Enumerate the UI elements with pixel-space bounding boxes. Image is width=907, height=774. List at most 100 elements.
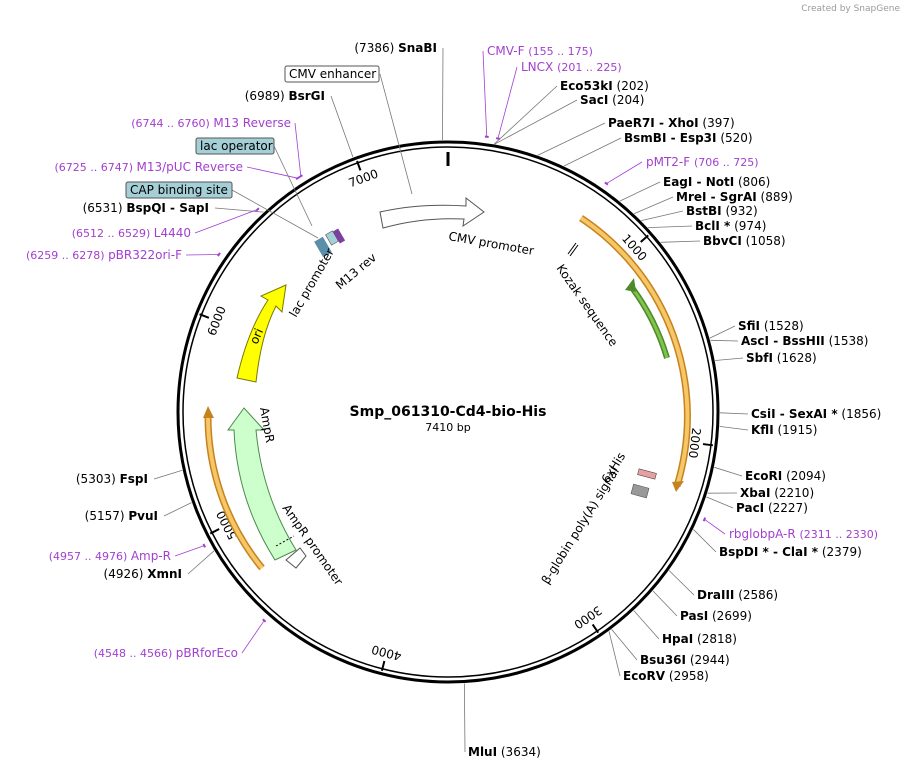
leader-eagi: [619, 181, 661, 202]
plasmid-name: Smp_061310-Cd4-bio-His: [350, 404, 547, 420]
leader-mrei: [634, 196, 674, 215]
primer-mark-l4440: [255, 207, 260, 212]
cap-site-text: CAP binding site: [130, 183, 228, 197]
primer-label-cmvf: CMV-F (155 .. 175): [487, 44, 593, 58]
leader-ecori: [714, 466, 743, 477]
enzyme-label-pasi: PasI (2699): [680, 609, 752, 623]
primer-label-m13puc: (6725 .. 6747) M13/pUC Reverse: [54, 160, 243, 174]
primer-mark-ampr: [202, 543, 207, 548]
primer-mark-pmt2f: [604, 181, 609, 186]
tick-mark-4000: [380, 660, 386, 671]
leader-bsmbi: [563, 137, 622, 167]
cmv-enhancer-text: CMV enhancer: [289, 67, 376, 81]
boxed-leader-2: [231, 189, 319, 239]
tick-mark-6000: [199, 313, 210, 319]
leader-fspi: [153, 469, 183, 480]
leader-saci: [494, 99, 578, 145]
leader-pasi: [652, 590, 678, 617]
tick-mark-5000: [209, 528, 220, 535]
enzyme-label-bsrgi: (6989) BsrGI: [245, 89, 325, 103]
boxed-label-lac-operator: lac operator: [195, 137, 275, 155]
primer-mark-m13puc: [295, 176, 300, 181]
cmv-enhancer-box: [284, 65, 380, 83]
primer-labels: CMV-F (155 .. 175)LNCX (201 .. 225)pMT2-…: [26, 44, 878, 660]
enzyme-label-snabi: (7386) SnaBI: [354, 41, 437, 55]
leader-paer7i: [537, 122, 606, 156]
tick-mark-1000: [640, 234, 649, 243]
enzyme-label-eco53ki: Eco53kI (202): [560, 79, 649, 93]
orf-arc-inner: [579, 216, 690, 487]
leader-snabi: [442, 47, 444, 141]
enzyme-label-bsu36i: Bsu36I (2944): [640, 653, 730, 667]
enzyme-label-bstbi: BstBI (932): [686, 204, 758, 218]
kozak-mark: [567, 242, 577, 255]
leader-bstbi: [641, 210, 684, 221]
enzyme-label-bspqi: (6531) BspQI - SapI: [83, 201, 209, 215]
leader-bcli: [647, 225, 693, 229]
enzyme-label-paci: PacI (2227): [736, 501, 808, 515]
feature-cmv-promoter: CMV promoter: [447, 229, 535, 258]
lac-operator-block: [325, 230, 339, 246]
leader-eco53ki: [494, 85, 558, 145]
leader-paci: [706, 496, 734, 509]
backbone-outer: [176, 140, 720, 684]
enzyme-label-mlui: MluI (3634): [468, 745, 541, 759]
boxed-label-cmv-enhancer: CMV enhancer: [284, 65, 380, 83]
cap-site-box: [125, 181, 233, 199]
leader-sfii: [709, 325, 736, 339]
enzyme-label-csii: CsiI - SexAI * (1856): [751, 407, 881, 421]
leader-kfli: [719, 426, 749, 431]
ampr-divider: [275, 535, 295, 547]
primer-leader-m13rev: [294, 122, 302, 177]
enzyme-label-saci: SacI (204): [580, 93, 644, 107]
enzyme-label-ecorv: EcoRV (2958): [623, 669, 709, 683]
kozak-mark-2: [569, 244, 579, 257]
tick-label-6000: 6000: [205, 304, 229, 338]
feature-ampr: AmpR: [257, 406, 277, 444]
enzyme-label-paer7i: PaeR7I - XhoI (397): [608, 116, 735, 130]
enzyme-label-draiii: DraIII (2586): [697, 588, 778, 602]
enzyme-label-bcli: BclI * (974): [695, 219, 766, 233]
leader-sbfi: [715, 357, 744, 361]
enzyme-label-pvui: (5157) PvuI: [85, 509, 158, 523]
primer-leader-m13puc: [246, 166, 298, 179]
primer-leader-pmt2f: [606, 161, 643, 184]
ori-arrow: [236, 284, 287, 383]
enzyme-label-xbai: XbaI (2210): [740, 486, 814, 500]
primer-leader-lncx: [497, 66, 518, 139]
enzyme-label-bsmbi: BsmBI - Esp3I (520): [624, 131, 753, 145]
primer-mark-rbglobpa: [702, 517, 707, 522]
amp-orf-arc-inner: [205, 413, 264, 570]
primer-leader-ampr: [174, 545, 205, 557]
leader-xmni: [187, 550, 215, 575]
leader-mlui: [463, 683, 466, 753]
lac-operator-text: lac operator: [200, 139, 273, 153]
cmv-promoter-arrow: [379, 196, 485, 229]
leader-pvui: [163, 502, 192, 517]
leader-bsrgi: [330, 95, 354, 158]
primer-label-m13rev: (6744 .. 6760) M13 Reverse: [131, 116, 291, 130]
boxed-label-cap-site: CAP binding site: [125, 181, 233, 199]
tick-label-3000: 3000: [571, 603, 604, 632]
tick-label-4000: 4000: [370, 642, 403, 663]
primer-mark-cmvf: [484, 135, 489, 138]
backbone-inner: [182, 146, 714, 678]
primer-label-lncx: LNCX (201 .. 225): [521, 60, 622, 74]
primer-leader-l4440: [194, 209, 258, 234]
sixhis-block: [637, 468, 657, 480]
ampr-promoter-arrow: [285, 547, 307, 569]
leader-draiii: [668, 570, 695, 596]
leader-hpai: [633, 610, 660, 640]
boxed-leader-0: [379, 73, 413, 195]
lac-operator-box: [195, 137, 275, 155]
primer-label-pbrforeco: (4548 .. 4566) pBRforEco: [94, 646, 238, 660]
boxed-leader-1: [273, 145, 313, 227]
primer-label-l4440: (6512 .. 6529) L4440: [72, 226, 191, 240]
primer-label-pbr322ori: (6259 .. 6278) pBR322ori-F: [26, 248, 182, 262]
primer-label-ampr: (4957 .. 4976) Amp-R: [49, 549, 171, 563]
tick-mark-3000: [591, 623, 600, 634]
lac-block: [314, 236, 332, 258]
primer-leader-rbglobpa: [704, 519, 726, 535]
bglobin-block: [630, 483, 650, 499]
